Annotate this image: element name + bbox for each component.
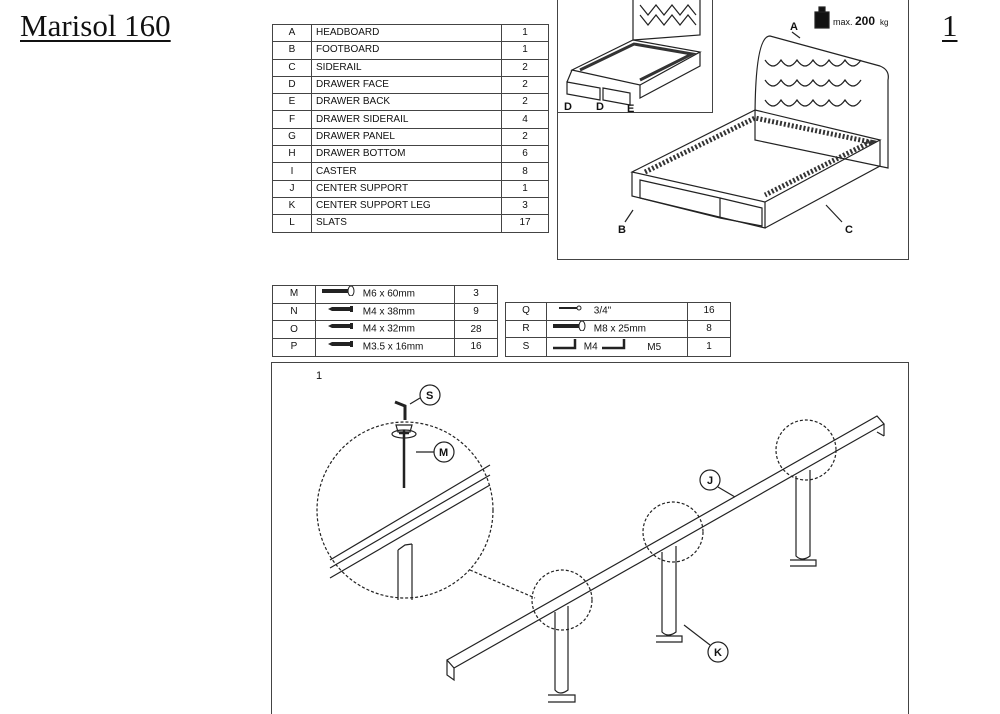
part-name: SLATS: [311, 214, 502, 233]
allen-key-icon: [600, 338, 630, 356]
product-title: Marisol 160: [20, 8, 171, 43]
part-qty: 17: [501, 214, 549, 233]
main-bed-drawing: [630, 35, 889, 229]
weight-icon: [814, 6, 830, 29]
callouts: [409, 384, 736, 663]
callout-k: K: [714, 647, 722, 659]
page-number: 1: [942, 8, 958, 43]
bolt-icon: [320, 285, 360, 302]
label-c: C: [845, 224, 853, 236]
screw-icon: [320, 339, 360, 355]
hardware-size: 3/4": [593, 305, 612, 317]
max-load-unit: kg: [880, 18, 888, 27]
allen-key-icon: [551, 338, 581, 356]
dowel-icon: [551, 303, 591, 319]
label-e: E: [627, 103, 634, 115]
hardware-size: M3.5 x 16mm: [362, 341, 424, 353]
bolt-icon: [551, 320, 591, 337]
hardware-size: M4 x 32mm: [362, 323, 416, 335]
label-b: B: [618, 224, 626, 236]
callout-m: M: [439, 447, 448, 459]
callout-j: J: [707, 475, 713, 487]
hardware-size: M4 x 38mm: [362, 306, 416, 318]
callout-s: S: [426, 390, 433, 402]
center-support-drawing: [316, 400, 885, 703]
hardware-size: M8 x 25mm: [593, 323, 647, 335]
step-1-frame: [271, 362, 909, 714]
step-number: 1: [316, 370, 322, 382]
label-d-1: D: [564, 101, 572, 113]
inset-bed-drawing: [566, 0, 702, 106]
bed-drawer-inset-frame: [557, 0, 713, 113]
max-load-label: max.: [833, 17, 853, 27]
hardware-qty: 16: [454, 337, 498, 357]
screw-icon: [320, 304, 360, 320]
hardware-size-2: M5: [647, 341, 662, 353]
label-a: A: [790, 21, 798, 33]
screw-icon: [320, 321, 360, 337]
hardware-size: M6 x 60mm: [362, 288, 416, 300]
bed-overview-frame: [557, 0, 909, 260]
label-d-2: D: [596, 101, 604, 113]
hardware-size: M4: [583, 341, 598, 353]
max-load-value: 200: [855, 14, 875, 28]
hardware-qty: 1: [687, 337, 731, 358]
